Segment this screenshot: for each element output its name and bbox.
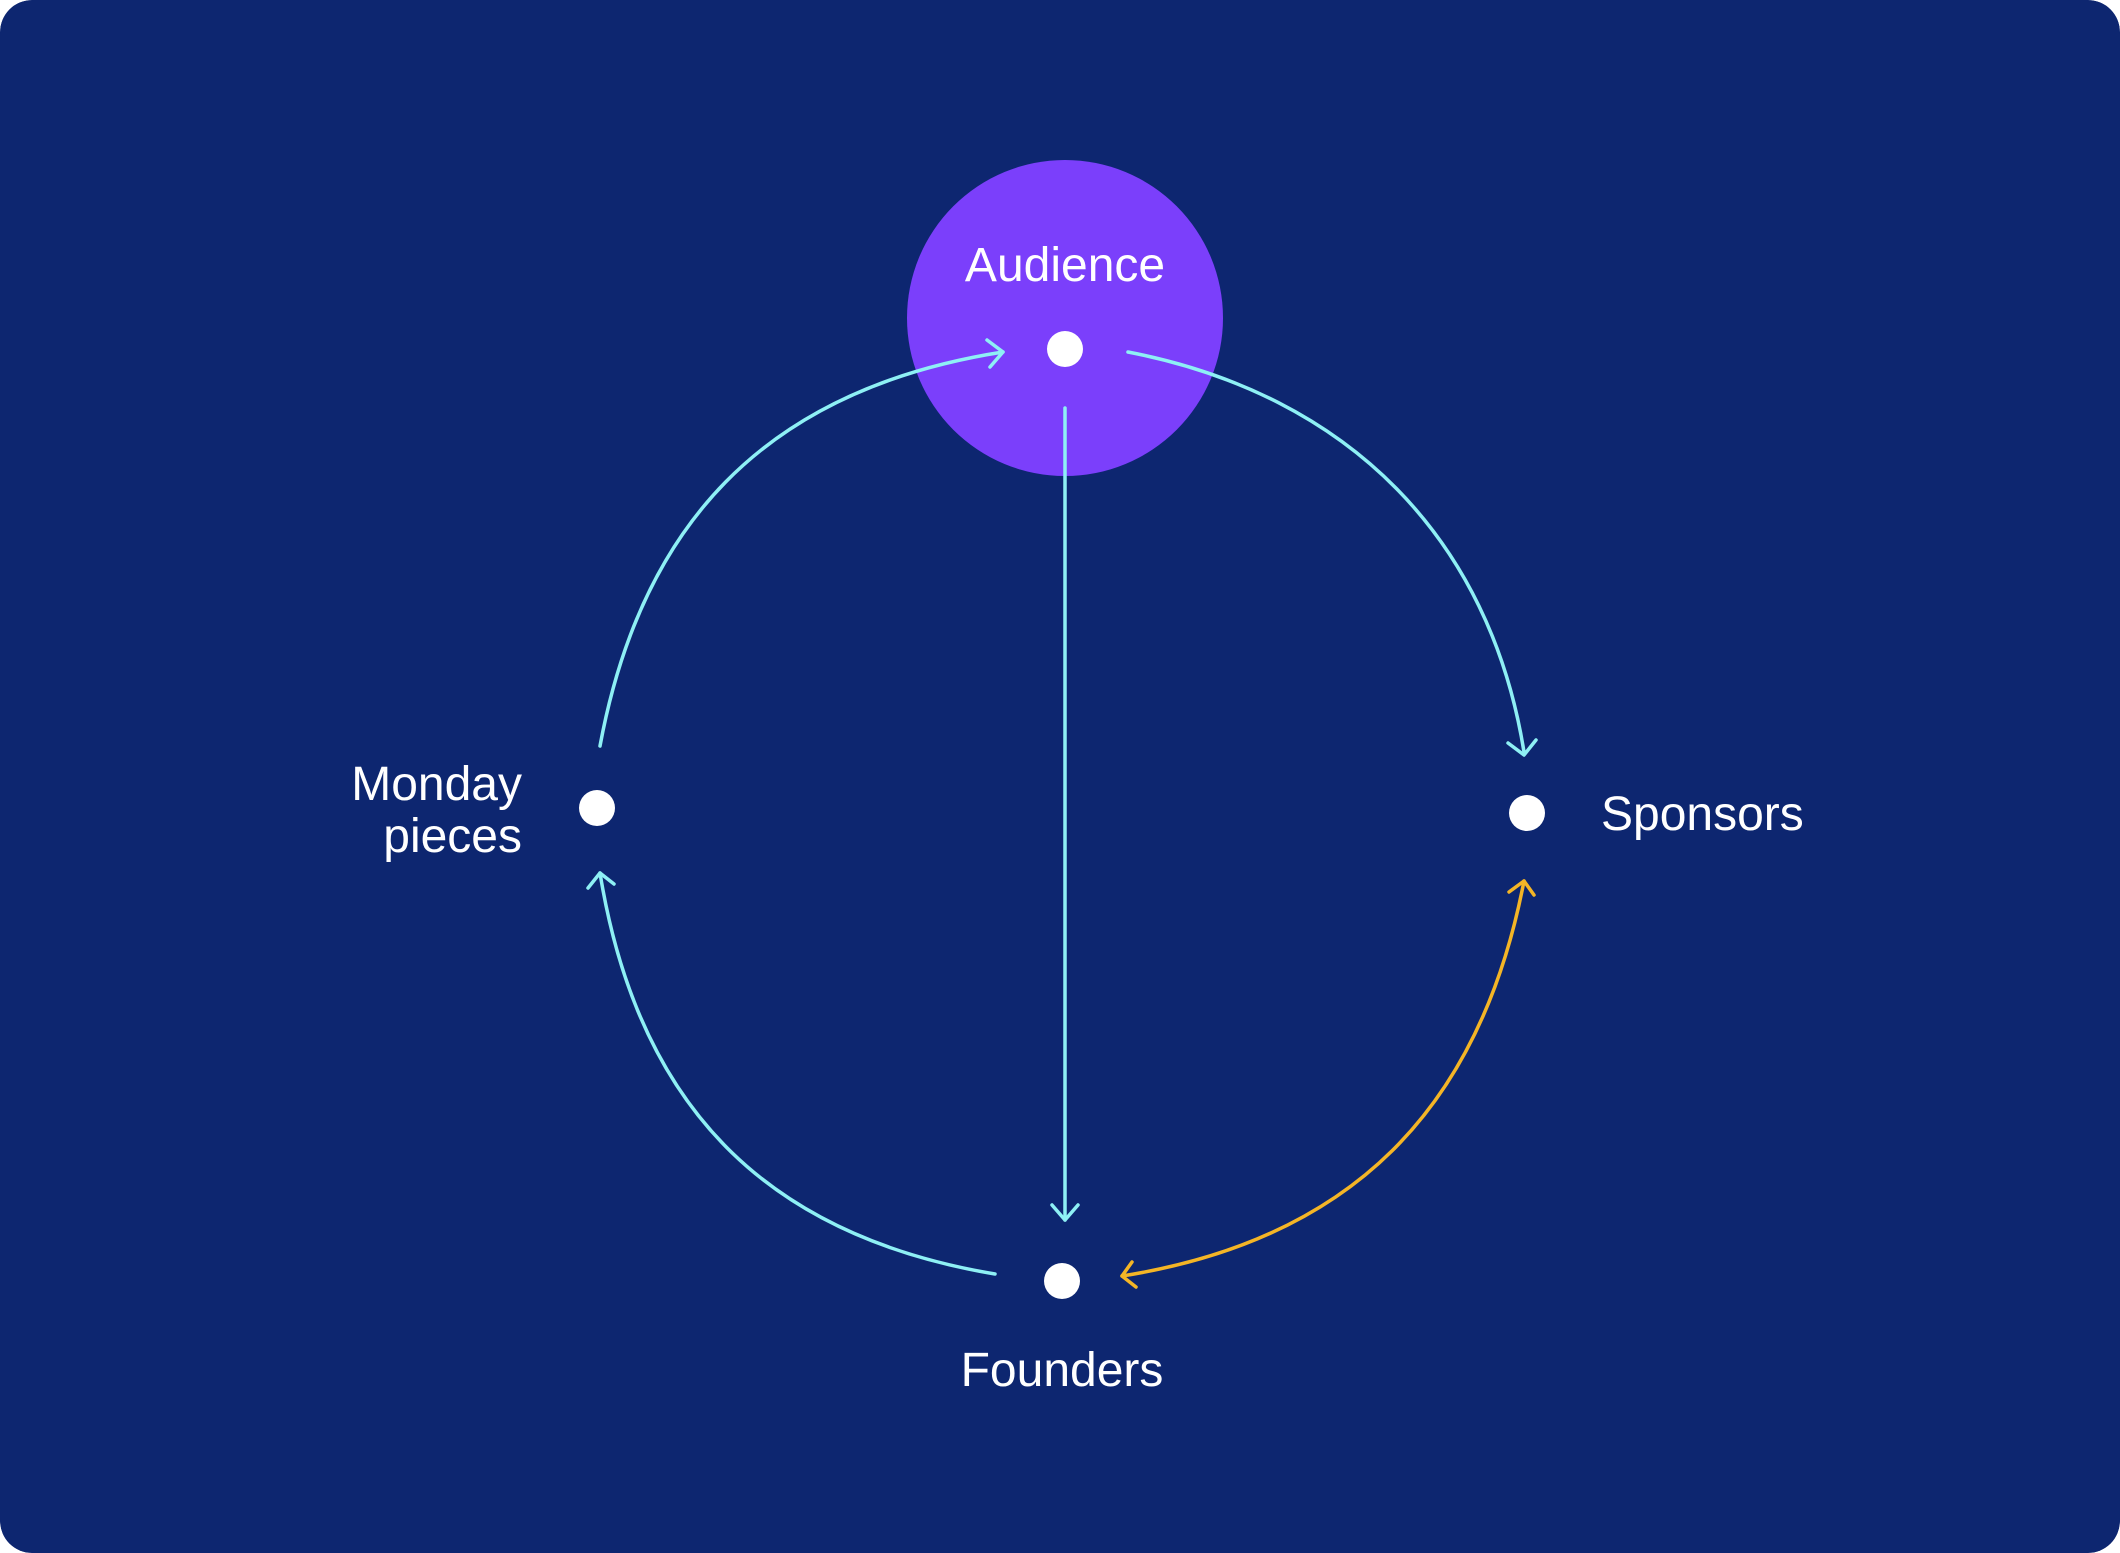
nodes — [579, 331, 1545, 1299]
arrowhead-monday-to-audience — [985, 338, 1005, 369]
audience-highlight-circle — [907, 160, 1223, 476]
arrowhead-audience-to-sponsors — [1506, 738, 1538, 757]
edge-sponsors-founders — [1120, 879, 1526, 1278]
audience-label: Audience — [965, 239, 1165, 292]
founders-node — [1044, 1263, 1080, 1299]
monday-pieces-label-line1: Monday — [351, 758, 522, 811]
labels: Audience Monday pieces Sponsors Founders — [351, 239, 1804, 1397]
edge-audience-to-sponsors — [1126, 350, 1526, 754]
edge-monday-to-audience — [598, 350, 1005, 748]
arrowhead-audience-to-founders — [1050, 1203, 1080, 1222]
monday-pieces-node — [579, 790, 615, 826]
arrowhead-founders-to-monday — [586, 871, 616, 890]
arrowhead-to-founders — [1120, 1260, 1138, 1289]
monday-pieces-label-line2: pieces — [383, 810, 522, 863]
sponsors-node — [1509, 795, 1545, 831]
audience-node — [1047, 331, 1083, 367]
edge-founders-to-monday — [598, 871, 997, 1276]
edges — [586, 338, 1538, 1289]
founders-label: Founders — [961, 1344, 1164, 1397]
sponsors-label: Sponsors — [1601, 788, 1804, 841]
arrowhead-to-sponsors — [1507, 879, 1536, 897]
